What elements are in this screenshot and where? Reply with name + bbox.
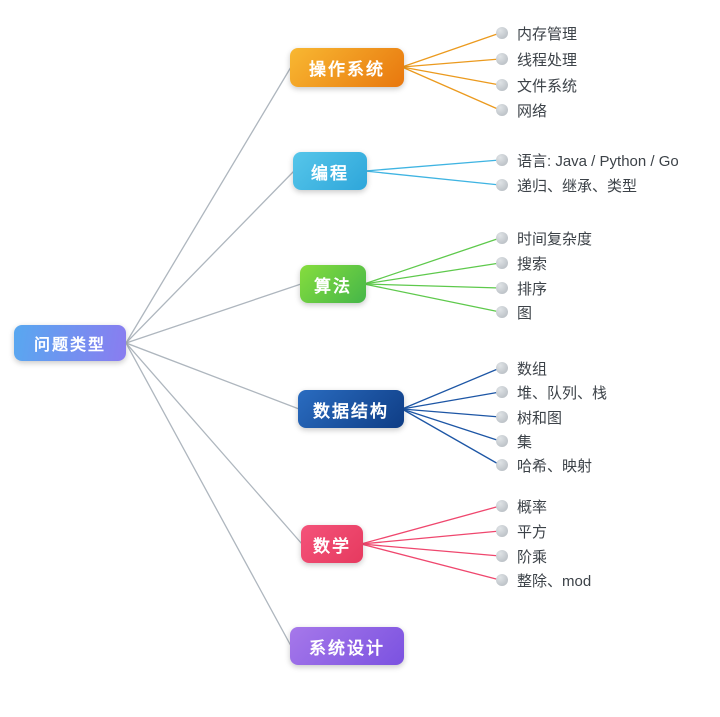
leaf-label: 树和图 [517,409,563,427]
bullet-dot-icon [496,104,508,116]
leaf-label: 搜索 [517,255,548,273]
connector-line [363,283,501,313]
bullet-dot-icon [496,232,508,244]
leaf-item[interactable]: 整除、mod [496,570,591,590]
connector-line [125,66,292,344]
leaf-item[interactable]: 图 [496,302,532,322]
connector-line [360,543,501,581]
leaf-label: 阶乘 [517,548,548,566]
bullet-dot-icon [496,550,508,562]
connector-line [401,32,501,68]
connector-line [125,283,302,344]
leaf-item[interactable]: 语言: Java / Python / Go [496,150,679,170]
connector-line [125,342,303,545]
leaf-item[interactable]: 搜索 [496,253,547,273]
bullet-dot-icon [496,500,508,512]
leaf-label: 平方 [517,523,548,541]
leaf-item[interactable]: 哈希、映射 [496,455,592,475]
leaf-label: 排序 [517,280,548,298]
leaf-label: 整除、mod [517,572,592,590]
leaf-item[interactable]: 时间复杂度 [496,228,592,248]
bullet-dot-icon [496,257,508,269]
bullet-dot-icon [496,435,508,447]
connector-line [401,58,501,68]
leaf-label: 语言: Java / Python / Go [517,152,679,170]
bullet-dot-icon [496,27,508,39]
connector-line [363,237,501,285]
bullet-dot-icon [496,525,508,537]
connector-line [401,367,501,410]
bullet-dot-icon [496,386,508,398]
connector-line [401,408,501,442]
leaf-item[interactable]: 集 [496,431,532,451]
leaf-item[interactable]: 内存管理 [496,23,577,43]
leaf-item[interactable]: 排序 [496,278,547,298]
bullet-dot-icon [496,459,508,471]
node-system-design[interactable]: 系统设计 [290,627,404,665]
bullet-dot-icon [496,411,508,423]
connector-line [125,342,292,647]
bullet-dot-icon [496,154,508,166]
leaf-item[interactable]: 递归、继承、类型 [496,175,637,195]
leaf-label: 概率 [517,498,548,516]
leaf-label: 递归、继承、类型 [517,177,638,195]
bullet-dot-icon [496,362,508,374]
node-programming[interactable]: 编程 [293,152,367,190]
node-algorithms[interactable]: 算法 [300,265,366,303]
connector-line [360,543,501,557]
connector-line [125,170,295,344]
bullet-dot-icon [496,282,508,294]
connector-line [364,159,501,172]
leaf-item[interactable]: 线程处理 [496,49,577,69]
connector-line [360,505,501,545]
leaf-label: 哈希、映射 [517,457,593,475]
node-root[interactable]: 问题类型 [14,325,126,361]
connector-line [363,283,501,289]
connector-line [401,66,501,111]
connector-line [401,408,501,418]
node-math[interactable]: 数学 [301,525,363,563]
connector-line [125,342,300,410]
leaf-item[interactable]: 数组 [496,358,547,378]
connector-line [401,66,501,86]
connector-line [364,170,501,186]
leaf-item[interactable]: 文件系统 [496,75,577,95]
leaf-label: 数组 [517,360,548,378]
connector-line [401,391,501,410]
leaf-item[interactable]: 网络 [496,100,547,120]
leaf-label: 堆、队列、栈 [517,384,608,402]
connector-line [401,408,501,466]
leaf-label: 内存管理 [517,25,578,43]
bullet-dot-icon [496,79,508,91]
leaf-item[interactable]: 树和图 [496,407,562,427]
leaf-label: 时间复杂度 [517,230,593,248]
connector-line [360,530,501,545]
leaf-label: 文件系统 [517,77,578,95]
leaf-label: 集 [517,433,533,451]
leaf-label: 网络 [517,102,548,120]
bullet-dot-icon [496,306,508,318]
leaf-label: 线程处理 [517,51,578,69]
bullet-dot-icon [496,574,508,586]
connector-line [363,262,501,285]
leaf-item[interactable]: 概率 [496,496,547,516]
bullet-dot-icon [496,53,508,65]
node-data-structures[interactable]: 数据结构 [298,390,404,428]
node-operating-system[interactable]: 操作系统 [290,48,404,87]
leaf-label: 图 [517,304,533,322]
bullet-dot-icon [496,179,508,191]
leaf-item[interactable]: 阶乘 [496,546,547,566]
leaf-item[interactable]: 堆、队列、栈 [496,382,607,402]
leaf-item[interactable]: 平方 [496,521,547,541]
